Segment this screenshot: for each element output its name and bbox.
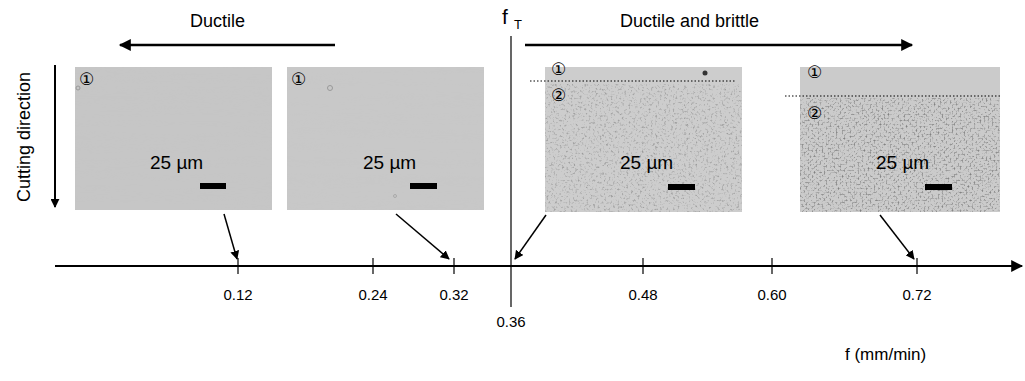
axis-tick: [916, 258, 917, 274]
leader-arrow: [224, 214, 237, 259]
axis-tick: [642, 258, 643, 274]
tick-label: 0.36: [496, 314, 525, 329]
region-number: ②: [807, 105, 822, 122]
axis-title: Cutting direction: [15, 72, 33, 202]
surface-defect: [328, 86, 333, 91]
region-number: ①: [551, 61, 566, 78]
scale-label: 25 µm: [150, 153, 203, 172]
fracture-texture: [545, 84, 742, 212]
micrograph-panel: ① 25 µm: [75, 67, 272, 210]
micrograph: [800, 67, 1000, 212]
region-boundary: [785, 96, 1000, 97]
tick-label: 0.24: [358, 287, 387, 302]
region-boundary: [530, 81, 736, 82]
surface-texture: [287, 67, 484, 210]
axis-tick: [372, 258, 373, 274]
micrograph-panel: ①②25 µm: [545, 67, 742, 212]
regime-label: Ductile: [190, 12, 245, 30]
direction-arrow: [54, 65, 56, 207]
leader-arrow: [515, 215, 546, 259]
scale-label: 25 µm: [363, 153, 416, 172]
micrograph: [75, 67, 272, 210]
scale-bar: [668, 184, 695, 190]
axis-tick: [771, 258, 772, 274]
feed-axis: [55, 265, 1022, 267]
region-number: ①: [79, 71, 94, 88]
scale-label: 25 µm: [876, 153, 929, 172]
surface-defect: [394, 195, 397, 198]
tick-label: 0.48: [628, 287, 657, 302]
micrograph-panel: ① ② 25 µm: [800, 67, 1000, 212]
symbol-label: f: [502, 6, 508, 27]
tick-label: 0.32: [439, 287, 468, 302]
scale-label: 25 µm: [620, 153, 673, 172]
leader-arrows: [224, 214, 914, 259]
axis-title: f (mm/min): [845, 346, 926, 363]
regime-arrow: [525, 44, 912, 47]
tick-label: 0.60: [757, 287, 786, 302]
region-number: ①: [291, 71, 306, 88]
axis-ticks: [238, 258, 917, 274]
tick-label: 0.12: [223, 287, 252, 302]
micrograph: [287, 67, 484, 210]
surface-texture: [75, 67, 272, 210]
leader-arrow: [880, 215, 914, 259]
fracture-texture: [800, 98, 1000, 212]
axis-tick: [237, 258, 238, 274]
scale-bar: [925, 184, 952, 190]
region-number: ①: [807, 64, 822, 81]
tick-label: 0.72: [902, 287, 931, 302]
leader-arrow: [396, 214, 449, 259]
scale-bar: [410, 183, 437, 189]
scale-bar: [200, 183, 226, 189]
axis-tick: [453, 258, 454, 274]
regime-arrow: [120, 44, 335, 47]
micrograph-panel: ① 25 µm: [287, 67, 484, 210]
region-number: ②: [551, 87, 566, 104]
surface-defect: [703, 71, 708, 76]
regime-label: Ductile and brittle: [620, 12, 759, 30]
micrograph: [545, 67, 742, 212]
symbol-subscript: T: [514, 18, 522, 31]
